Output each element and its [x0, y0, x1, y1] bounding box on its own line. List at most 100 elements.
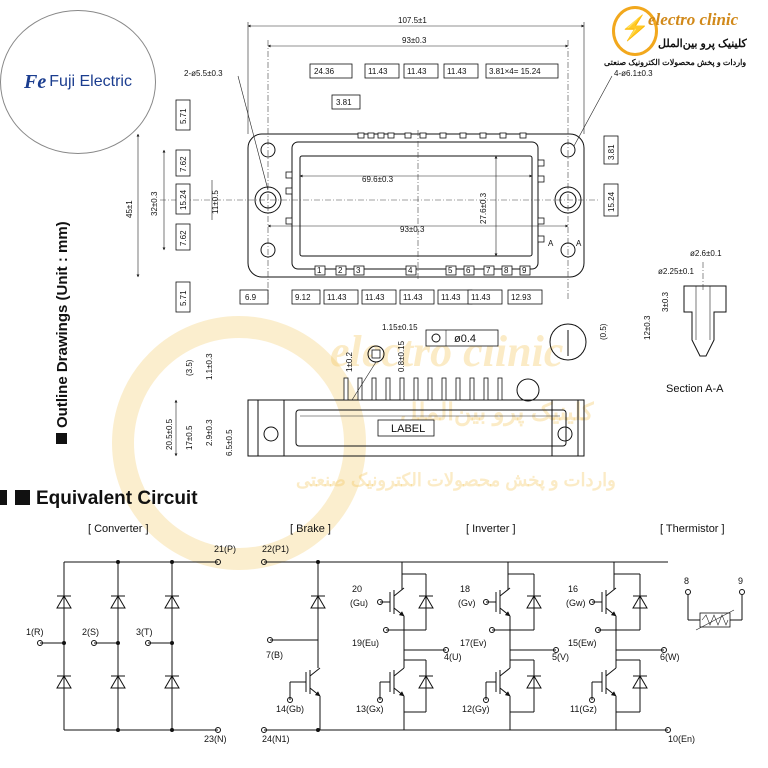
- svg-text:ø2.6±0.1: ø2.6±0.1: [690, 249, 722, 258]
- igbt-icon: [306, 668, 320, 696]
- svg-text:6: 6: [466, 266, 471, 275]
- svg-text:4: 4: [408, 266, 413, 275]
- svg-text:11±0.5: 11±0.5: [211, 190, 220, 214]
- inverter-leg-u: 20 (Gu) 19(Eu) 4(U) 13(Gx): [350, 562, 462, 730]
- fuji-logo: Fe Fuji Electric: [0, 10, 156, 154]
- fe-mark-icon: Fe: [24, 70, 47, 93]
- svg-text:27.6±0.3: 27.6±0.3: [479, 192, 488, 224]
- svg-text:17(Ev): 17(Ev): [460, 638, 487, 648]
- position-icon: [431, 333, 441, 343]
- svg-text:10(En): 10(En): [668, 734, 695, 744]
- igbt-icon: [602, 668, 616, 696]
- svg-text:3.81: 3.81: [336, 98, 352, 107]
- svg-text:15.24: 15.24: [607, 191, 616, 212]
- svg-text:5(V): 5(V): [552, 652, 569, 662]
- svg-text:15.24: 15.24: [179, 189, 188, 210]
- svg-text:45±1: 45±1: [125, 200, 134, 218]
- lightning-icon: ⚡: [612, 6, 658, 56]
- igbt-icon: [390, 668, 404, 696]
- mount-hole-icon: [254, 186, 282, 214]
- svg-text:2-ø5.5±0.3: 2-ø5.5±0.3: [184, 69, 223, 78]
- svg-text:(Gw): (Gw): [566, 598, 586, 608]
- svg-text:(Gv): (Gv): [458, 598, 476, 608]
- svg-text:22(P1): 22(P1): [262, 544, 289, 554]
- side-pins: [285, 159, 545, 243]
- svg-text:20.5±0.5: 20.5±0.5: [165, 418, 174, 450]
- module-outline: [247, 133, 585, 278]
- section-square-icon: [0, 490, 7, 505]
- side-pins: [343, 377, 503, 401]
- svg-text:6.9: 6.9: [245, 293, 257, 302]
- top-pins: [357, 132, 527, 139]
- svg-text:3(T): 3(T): [136, 627, 153, 637]
- svg-text:9.12: 9.12: [295, 293, 311, 302]
- svg-text:7: 7: [486, 266, 491, 275]
- svg-text:93±0.3: 93±0.3: [402, 36, 427, 45]
- igbt-icon: [496, 668, 510, 696]
- bottom-pins: 1 2 3 4 5 6 7 8 9: [314, 265, 531, 276]
- thermistor: 8 9: [684, 576, 745, 631]
- brand-name: Fuji Electric: [49, 73, 132, 90]
- circuit-title: Equivalent Circuit: [0, 488, 198, 510]
- svg-text:11.43: 11.43: [403, 293, 423, 302]
- inverter-leg-w: 16 (Gw) 15(Ew) 6(W) 11(Gz): [566, 562, 680, 730]
- svg-text:11.43: 11.43: [441, 293, 461, 302]
- svg-text:(3.5): (3.5): [185, 359, 194, 376]
- inverter-leg-v: 18 (Gv) 17(Ev) 5(V) 12(Gy): [458, 562, 569, 730]
- svg-text:4-ø6.1±0.3: 4-ø6.1±0.3: [614, 69, 653, 78]
- igbt-icon: [390, 588, 404, 616]
- svg-text:2.9±0.3: 2.9±0.3: [205, 419, 214, 446]
- svg-text:14(Gb): 14(Gb): [276, 704, 304, 714]
- svg-text:11(Gz): 11(Gz): [570, 704, 597, 714]
- svg-text:11.43: 11.43: [327, 293, 347, 302]
- svg-text:7.62: 7.62: [179, 156, 188, 172]
- detail-circle-icon: [549, 323, 587, 361]
- svg-text:[ Brake ]: [ Brake ]: [290, 523, 331, 535]
- svg-text:23(N): 23(N): [204, 734, 227, 744]
- svg-text:Section A-A: Section A-A: [666, 383, 724, 395]
- svg-text:21(P): 21(P): [214, 544, 236, 554]
- svg-text:A: A: [576, 239, 582, 248]
- brake-chopper: 7(B) 14(Gb): [266, 560, 326, 732]
- svg-text:5: 5: [448, 266, 453, 275]
- svg-text:[ Inverter ]: [ Inverter ]: [466, 523, 516, 535]
- svg-text:18: 18: [460, 584, 470, 594]
- mount-hole-icon: [260, 142, 276, 158]
- svg-text:19(Eu): 19(Eu): [352, 638, 379, 648]
- section-a-a: ø2.6±0.1 ø2.25±0.1 3±0.3 12±0.3 Section …: [643, 249, 727, 395]
- igbt-icon: [496, 588, 510, 616]
- svg-text:5.71: 5.71: [179, 108, 188, 124]
- svg-text:11.43: 11.43: [365, 293, 385, 302]
- mount-hole-icon: [560, 242, 576, 258]
- svg-text:11.43: 11.43: [447, 67, 467, 76]
- svg-text:1(R): 1(R): [26, 627, 44, 637]
- brand-persian-title: کلینیک پرو بین‌الملل: [658, 38, 747, 50]
- brand-latin: electro clinic: [648, 10, 739, 29]
- detail-circle-icon: [516, 378, 540, 402]
- top-view: 1 2 3 4 5 6 7 8 9 107.5±1 93±0.: [125, 16, 653, 313]
- svg-text:6(W): 6(W): [660, 652, 680, 662]
- svg-text:A: A: [548, 239, 554, 248]
- svg-text:11.43: 11.43: [368, 67, 388, 76]
- electro-clinic-logo: ⚡ electro clinic کلینیک پرو بین‌الملل وا…: [604, 4, 768, 74]
- svg-text:4(U): 4(U): [444, 652, 462, 662]
- svg-text:11.43: 11.43: [471, 293, 491, 302]
- side-view: LABEL ø0.4 1.15±0.15 0.8±0.15: [165, 323, 608, 457]
- svg-text:24(N1): 24(N1): [262, 734, 290, 744]
- brand-persian-subtitle: واردات و پخش محصولات الکترونیک صنعتی: [604, 58, 747, 67]
- svg-text:9: 9: [522, 266, 527, 275]
- circuit-title-text: Equivalent Circuit: [36, 488, 198, 509]
- svg-text:1±0.2: 1±0.2: [345, 351, 354, 372]
- svg-text:ø2.25±0.1: ø2.25±0.1: [658, 267, 695, 276]
- svg-text:11.43: 11.43: [407, 67, 427, 76]
- svg-text:9: 9: [738, 576, 743, 586]
- svg-text:[ Converter ]: [ Converter ]: [88, 523, 149, 535]
- svg-text:32±0.3: 32±0.3: [150, 191, 159, 216]
- svg-text:93±0.3: 93±0.3: [400, 225, 425, 234]
- svg-text:1.1±0.3: 1.1±0.3: [205, 353, 214, 380]
- svg-text:3±0.3: 3±0.3: [661, 291, 670, 312]
- svg-text:ø0.4: ø0.4: [454, 333, 476, 345]
- converter-bridge: 1(R) 2(S) 3(T) 21(P) 23(N): [26, 544, 236, 744]
- svg-text:0.8±0.15: 0.8±0.15: [397, 340, 406, 372]
